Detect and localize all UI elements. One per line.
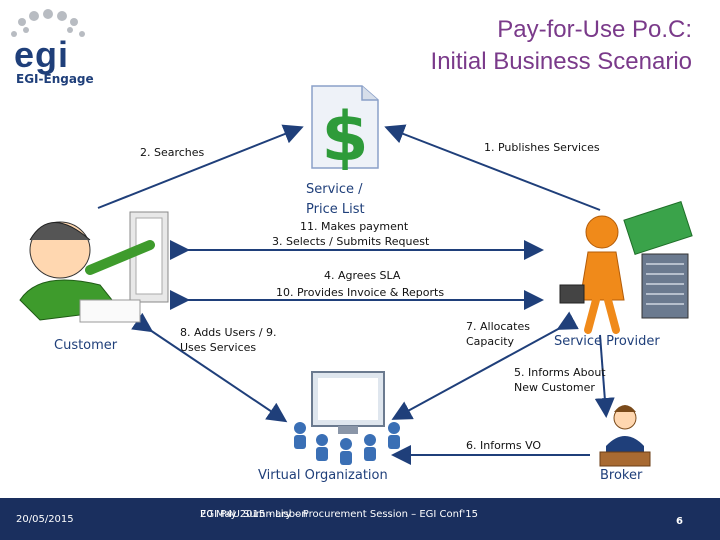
step-agrees-label: 4. Agrees SLA bbox=[324, 269, 401, 282]
arrow-publishes bbox=[384, 124, 601, 211]
step-searches-label: 2. Searches bbox=[140, 146, 205, 159]
title-line-1: Pay-for-Use Po.C: bbox=[497, 16, 692, 43]
allocates-line-1: 7. Allocates bbox=[466, 320, 530, 333]
service-provider-label: Service Provider bbox=[554, 334, 660, 349]
service-provider-figure-icon bbox=[559, 200, 693, 334]
broker-label: Broker bbox=[600, 468, 643, 483]
step-informs-vo-label: 6. Informs VO bbox=[466, 439, 542, 452]
price-list-document-icon: $ bbox=[311, 85, 379, 177]
adds-users-line-2: Uses Services bbox=[180, 341, 257, 354]
service-price-list-label: Service / Price List bbox=[306, 180, 365, 220]
step-publishes-label: 1. Publishes Services bbox=[484, 141, 600, 154]
footer-date: 20/05/2015 bbox=[16, 514, 74, 525]
egi-logo: egi bbox=[14, 34, 70, 75]
adds-users-line-1: 8. Adds Users / 9. bbox=[180, 326, 277, 339]
egi-logo-globe bbox=[11, 9, 85, 37]
arrow-allocates bbox=[391, 311, 579, 420]
slide-title: Pay-for-Use Po.C: Initial Business Scena… bbox=[431, 14, 692, 78]
virtual-organization-figure-icon bbox=[294, 371, 400, 465]
arrow-searches bbox=[97, 124, 304, 209]
informs-about-line-2: New Customer bbox=[514, 381, 595, 394]
broker-figure-icon bbox=[599, 405, 651, 467]
arrow-informs-about bbox=[594, 334, 615, 418]
footer-bar: 20/05/2015 EGI P4U Summary – Procurement… bbox=[0, 498, 720, 540]
center-label-line-1: Service / bbox=[306, 182, 363, 197]
step-selects-label: 3. Selects / Submits Request bbox=[272, 235, 430, 248]
center-label-line-2: Price List bbox=[306, 202, 365, 217]
footer-caption-line-1: EGI P4U Summary – Procurement Session – … bbox=[200, 509, 478, 520]
footer-caption-line-2: 20 May 2015 - Lisbon bbox=[200, 509, 308, 520]
step-informs-about-label: 5. Informs About New Customer bbox=[514, 365, 606, 395]
title-line-2: Initial Business Scenario bbox=[430, 48, 692, 75]
arrow-adds-users bbox=[131, 312, 288, 423]
allocates-line-2: Capacity bbox=[466, 335, 515, 348]
customer-label: Customer bbox=[54, 338, 118, 353]
informs-about-line-1: 5. Informs About bbox=[514, 366, 606, 379]
virtual-organization-label: Virtual Organization bbox=[258, 468, 388, 483]
step-invoice-label: 10. Provides Invoice & Reports bbox=[276, 286, 445, 299]
step-allocates-label: 7. Allocates Capacity bbox=[466, 319, 530, 349]
customer-figure-icon bbox=[19, 211, 169, 323]
step-adds-users-label: 8. Adds Users / 9. Uses Services bbox=[180, 325, 277, 355]
step-makes-payment-label: 11. Makes payment bbox=[300, 220, 409, 233]
footer-page-number: 6 bbox=[676, 516, 683, 527]
egi-engage-caption: EGI-Engage bbox=[16, 72, 94, 86]
svg-text:$: $ bbox=[321, 98, 368, 177]
